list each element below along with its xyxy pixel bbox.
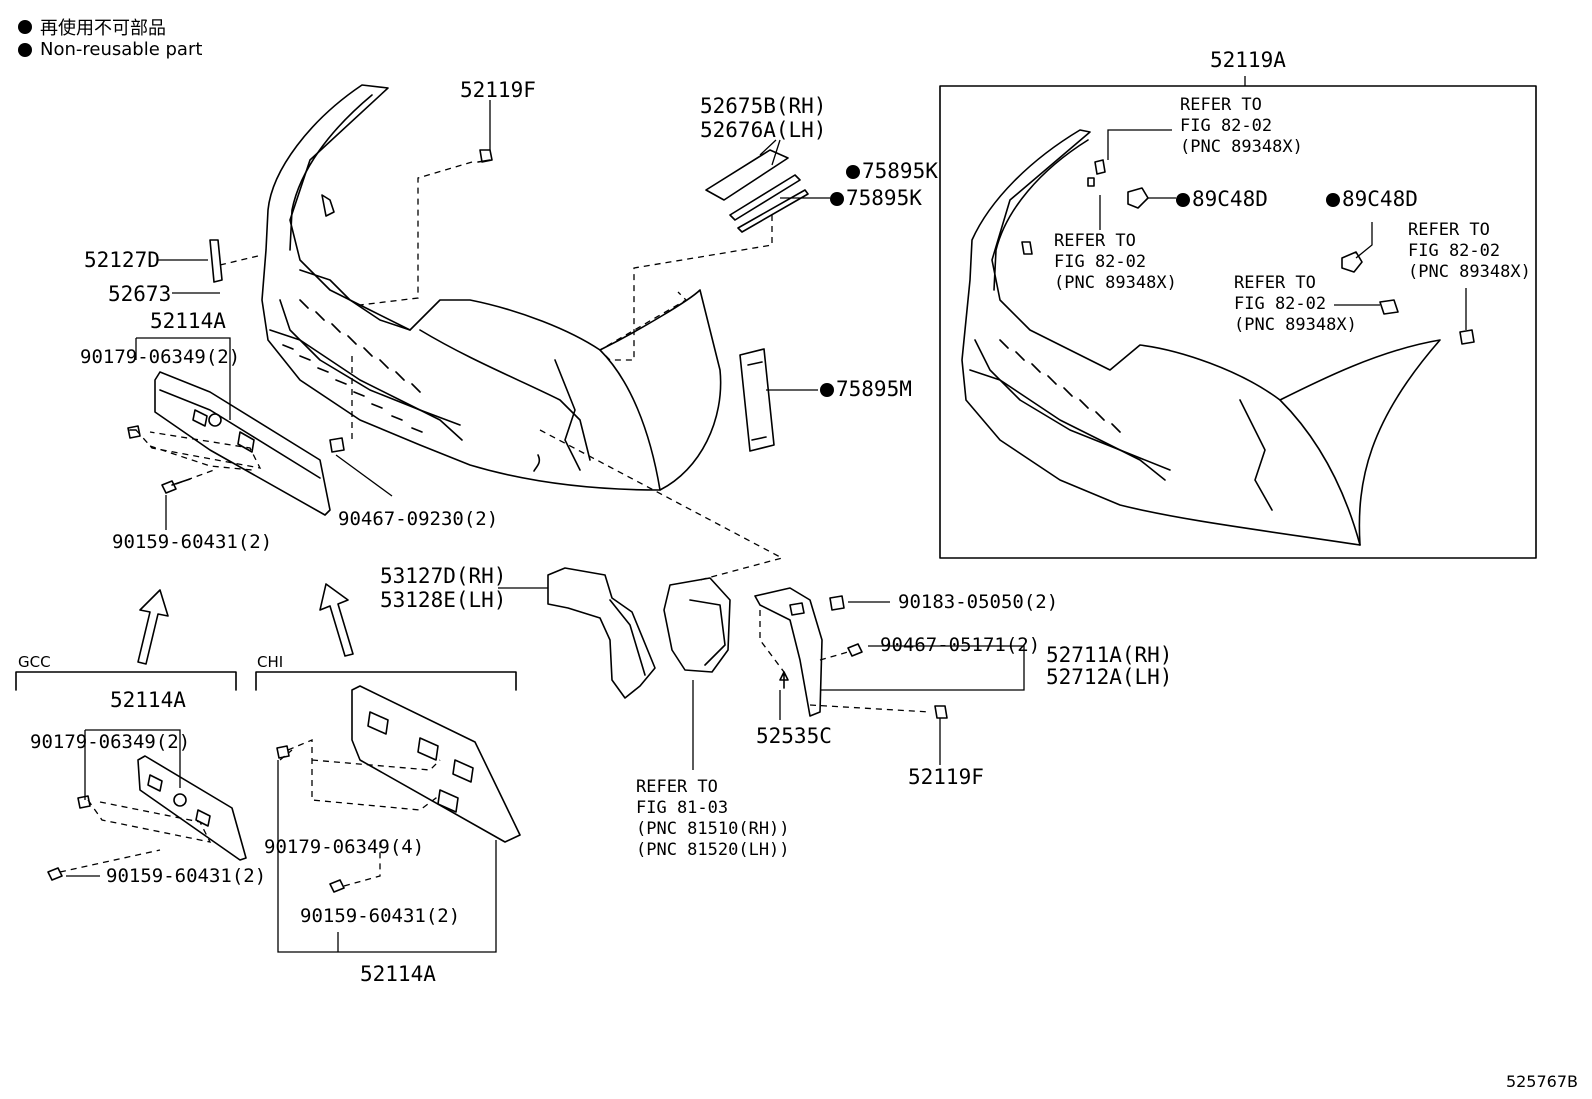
- part-label-89C48D-2: 89C48D: [1326, 189, 1418, 210]
- part-number: 75895K: [862, 159, 938, 183]
- part-number: 75895K: [846, 186, 922, 210]
- part-label-52114A-gcc: 52114A: [110, 688, 186, 712]
- bolt-90159-chi: [329, 879, 345, 893]
- license-plate-bracket-main: [154, 371, 331, 516]
- legend-text-en: Non-reusable part: [40, 39, 203, 60]
- part-label-90179-gcc: 90179-06349(2): [30, 731, 191, 753]
- part-label-52119F-top: 52119F: [460, 78, 536, 102]
- section-chi: CHI: [257, 653, 284, 671]
- bullet-icon: [18, 42, 32, 57]
- license-plate-bracket-chi: [351, 685, 521, 843]
- gcc-bracket-line: [15, 671, 237, 691]
- refer-fig-81-03: REFER TO FIG 81-03 (PNC 81510(RH)) (PNC …: [636, 777, 790, 860]
- clip-90179-chi: [276, 745, 290, 759]
- inset-bracket-mid: [1379, 299, 1399, 315]
- section-gcc: GCC: [18, 653, 51, 671]
- part-label-52675B: 52675B(RH): [700, 94, 827, 118]
- bracket-52127D: [209, 239, 223, 283]
- part-label-52676A: 52676A(LH): [700, 118, 827, 142]
- inset-bracket-right: [1459, 329, 1475, 345]
- inset-sensor-89C48D-1: [1127, 187, 1149, 209]
- part-label-52114A-main: 52114A: [150, 309, 226, 333]
- part-number: 89C48D: [1342, 187, 1418, 211]
- part-label-75895M: 75895M: [820, 379, 912, 400]
- moulding-52675B: [705, 149, 809, 233]
- non-reusable-dot-icon: [830, 192, 844, 206]
- part-label-53127D: 53127D(RH): [380, 564, 507, 588]
- bolt-52119F-bottom: [934, 705, 948, 719]
- chi-bracket-line: [255, 671, 517, 691]
- refer-fig-82-02-mid: REFER TO FIG 82-02 (PNC 89348X): [1234, 273, 1357, 335]
- bolt-52119F-top: [477, 149, 493, 163]
- part-label-52114A-chi: 52114A: [360, 962, 436, 986]
- bolt-90159-main: [161, 478, 191, 494]
- non-reusable-dot-icon: [820, 383, 834, 397]
- bracket-53127D: [547, 567, 656, 699]
- side-bracket-52711A: [754, 587, 823, 717]
- screw-90467-05171: [847, 643, 863, 657]
- pin-52535C: [779, 671, 789, 689]
- clip-90183: [829, 595, 845, 611]
- non-reusable-dot-icon: [1326, 193, 1340, 207]
- inset-box-52119A: [939, 85, 1537, 559]
- part-number: 75895M: [836, 377, 912, 401]
- refer-fig-82-02-right: REFER TO FIG 82-02 (PNC 89348X): [1408, 220, 1531, 282]
- refer-fig-82-02-top: REFER TO FIG 82-02 (PNC 89348X): [1180, 95, 1303, 157]
- up-arrow-chi: [319, 583, 354, 657]
- inset-clip-a: [1094, 159, 1106, 175]
- clip-90179-gcc: [77, 795, 91, 809]
- figure-id: 525767B: [1505, 1072, 1578, 1091]
- part-label-90159-main: 90159-60431(2): [112, 531, 273, 553]
- bullet-icon: [18, 20, 32, 34]
- inset-bumper: [961, 129, 1441, 546]
- part-label-52535C: 52535C: [756, 724, 832, 748]
- part-label-75895K-1: 75895K: [846, 161, 938, 182]
- part-label-52119F-bottom: 52119F: [908, 765, 984, 789]
- license-plate-bracket-gcc: [137, 755, 247, 861]
- part-number: 89C48D: [1192, 187, 1268, 211]
- dashed-leaders: [59, 161, 931, 887]
- part-label-90183: 90183-05050(2): [898, 591, 1059, 613]
- legend-text-jp: 再使用不可部品: [40, 18, 166, 39]
- part-label-90179-chi: 90179-06349(4): [264, 836, 425, 858]
- bolt-90159-gcc: [47, 867, 63, 881]
- legend-non-reusable-jp: 再使用不可部品: [18, 14, 166, 40]
- inset-sensor-89C48D-2: [1341, 251, 1363, 273]
- part-label-52127D: 52127D: [84, 248, 160, 272]
- part-label-52673: 52673: [108, 282, 172, 306]
- headlamp-assembly: [663, 577, 731, 673]
- grille-75895M: [739, 348, 775, 452]
- up-arrow-gcc: [137, 589, 169, 665]
- part-label-90467-05171: 90467-05171(2): [880, 634, 1041, 656]
- part-label-90159-gcc: 90159-60431(2): [106, 865, 267, 887]
- part-label-53128E: 53128E(LH): [380, 588, 507, 612]
- legend-non-reusable-en: Non-reusable part: [18, 39, 202, 60]
- part-label-89C48D-1: 89C48D: [1176, 189, 1268, 210]
- non-reusable-dot-icon: [1176, 193, 1190, 207]
- part-label-75895K-2: 75895K: [830, 188, 922, 209]
- front-bumper-cover: [261, 84, 722, 491]
- part-label-52711A: 52711A(RH): [1046, 643, 1173, 667]
- part-label-52712A: 52712A(LH): [1046, 665, 1173, 689]
- solid-leaders: [66, 76, 1467, 953]
- part-label-90159-chi: 90159-60431(2): [300, 905, 461, 927]
- part-label-90179-main: 90179-06349(2): [80, 346, 241, 368]
- part-label-90467-09230: 90467-09230(2): [338, 508, 499, 530]
- refer-fig-82-02-left: REFER TO FIG 82-02 (PNC 89348X): [1054, 231, 1177, 293]
- non-reusable-dot-icon: [846, 165, 860, 179]
- inset-clip-b: [1087, 177, 1095, 187]
- part-label-52119A: 52119A: [1210, 48, 1286, 72]
- clip-90467-09230: [329, 437, 345, 453]
- clip-90179-main: [127, 425, 141, 439]
